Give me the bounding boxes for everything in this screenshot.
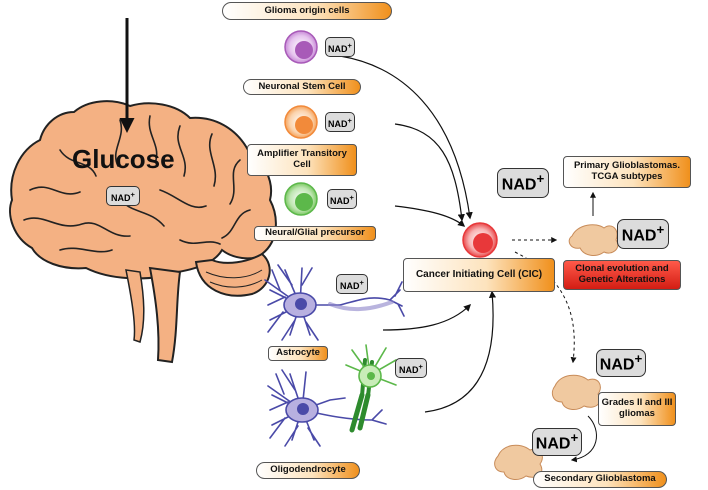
nad-badge-precursor: NAD+ [327,189,357,209]
neuronal-stem-cell-label: Neuronal Stem Cell [243,79,361,95]
brain-icon [9,100,277,364]
neural-glial-precursor-label: Neural/Glial precursor [254,226,376,241]
nad-badge-oligodendrocyte: NAD+ [395,358,427,378]
nad-badge-astrocyte: NAD+ [336,274,368,294]
astrocyte-icon [264,264,405,341]
nad-badge-amplifier: NAD+ [325,112,355,132]
glioma-origin-cells-label: Glioma origin cells [222,2,392,20]
oligodendrocyte-label: Oligodendrocyte [256,462,360,479]
glucose-label: Glucose [72,144,175,174]
cic-cell-icon [462,222,498,258]
primary-glioblastomas-label: Primary Glioblastomas. TCGA subtypes [563,156,691,188]
tumor-icon [494,224,619,480]
nad-badge-grades: NAD+ [596,349,646,377]
nad-badge-brain: NAD+ [106,186,140,206]
amplifier-cell-icon [284,105,318,139]
secondary-glioblastoma-label: Secondary Glioblastoma [533,471,667,488]
oligodendrocyte-icon [267,344,397,447]
cancer-initiating-cell-label: Cancer Initiating Cell (CIC) [403,258,555,292]
astrocyte-label: Astrocyte [268,346,328,361]
grades-gliomas-label: Grades II and III gliomas [598,392,676,426]
nad-badge-stem: NAD+ [325,37,355,57]
amplifier-transitory-cell-label: Amplifier Transitory Cell [247,144,357,176]
stem-cell-icon [284,30,318,64]
nad-badge-primary: NAD+ [617,219,669,249]
nad-badge-secondary: NAD+ [532,428,582,456]
clonal-evolution-label: Clonal evolution and Genetic Alterations [563,260,681,290]
precursor-cell-icon [284,182,318,216]
nad-badge-cic: NAD+ [497,168,549,198]
